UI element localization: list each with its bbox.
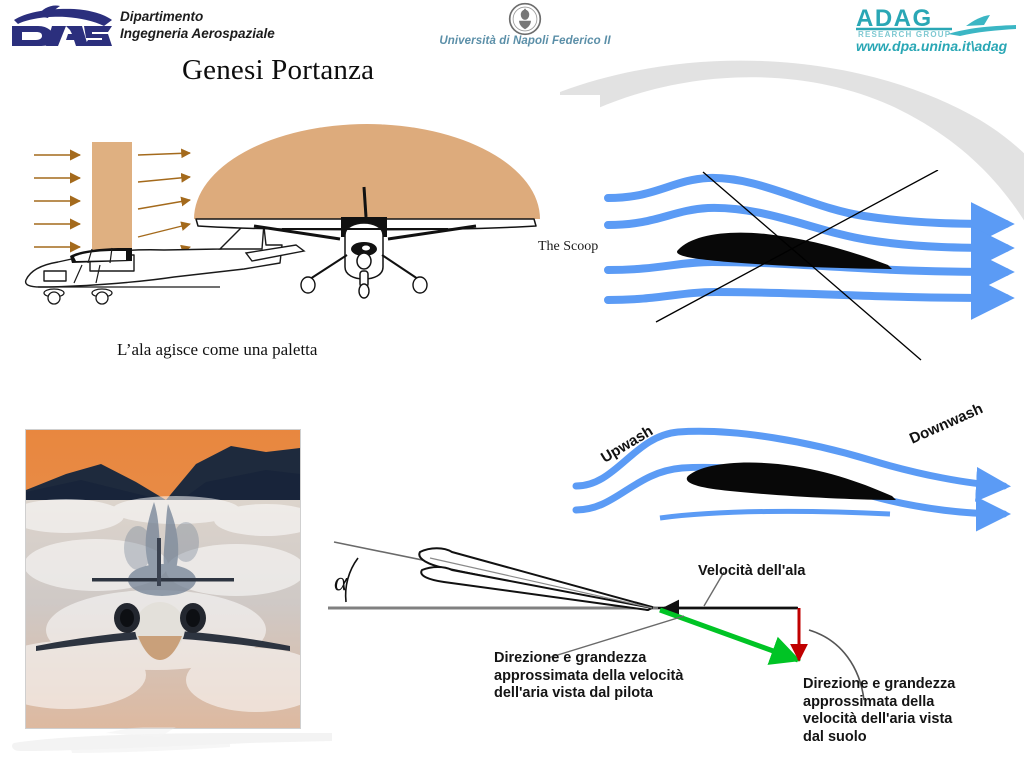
upwash-downwash-diagram <box>560 418 1024 538</box>
ground-view-velocity-label: Direzione e grandezza approssimata della… <box>803 676 955 747</box>
department-line-1: Dipartimento <box>120 9 204 24</box>
ground-view-line-2: approssimata della <box>803 693 935 710</box>
alpha-symbol: α <box>334 567 349 596</box>
ground-view-line-3: velocità dell'aria vista <box>803 711 953 728</box>
upwash-downwash-illustration <box>572 427 1011 532</box>
airfoil-streamlines-illustration <box>604 170 1015 361</box>
university-branding: Università di Napoli Federico II <box>410 2 640 47</box>
pilot-view-line-2: approssimata della velocità <box>494 667 684 684</box>
svg-text:RESEARCH GROUP: RESEARCH GROUP <box>858 30 951 39</box>
wing-speed-label: Velocità dell'ala <box>698 563 806 579</box>
scoop-label: The Scoop <box>538 239 599 254</box>
ground-view-line-4: dal suolo <box>803 729 867 746</box>
svg-text:www.dpa.unina.it\adag: www.dpa.unina.it\adag <box>856 38 1008 54</box>
pilot-view-velocity-label: Direzione e grandezza approssimata della… <box>494 650 683 703</box>
pilot-view-line-1: Direzione e grandezza <box>494 650 647 666</box>
department-name: Dipartimento Ingegneria Aerospaziale <box>120 8 275 43</box>
dias-logo-icon <box>12 5 112 46</box>
adag-logo-icon: ADAG RESEARCH GROUP www.dpa.unina.it\ada… <box>856 5 1016 54</box>
airfoil-streamlines-diagram <box>596 170 1024 385</box>
ground-view-line-1: Direzione e grandezza <box>803 676 956 692</box>
scoop-diagram: The Scoop <box>14 95 600 320</box>
bottom-aircraft-watermark <box>12 727 332 753</box>
university-name: Università di Napoli Federico II <box>439 35 611 47</box>
university-seal-icon <box>508 2 542 36</box>
jet-photo <box>25 429 301 729</box>
scoop-illustration <box>14 95 600 320</box>
page-title: Genesi Portanza <box>182 54 375 86</box>
wing-caption: L’ala agisce come una paletta <box>117 340 318 359</box>
department-line-2: Ingegneria Aerospaziale <box>120 26 275 42</box>
pilot-view-line-3: dell'aria vista dal pilota <box>494 685 653 702</box>
velocity-vector-diagram: α <box>312 528 1024 768</box>
jet-photo-image <box>26 430 300 728</box>
velocity-vector-illustration: α <box>328 541 865 701</box>
svg-text:ADAG: ADAG <box>856 5 933 32</box>
